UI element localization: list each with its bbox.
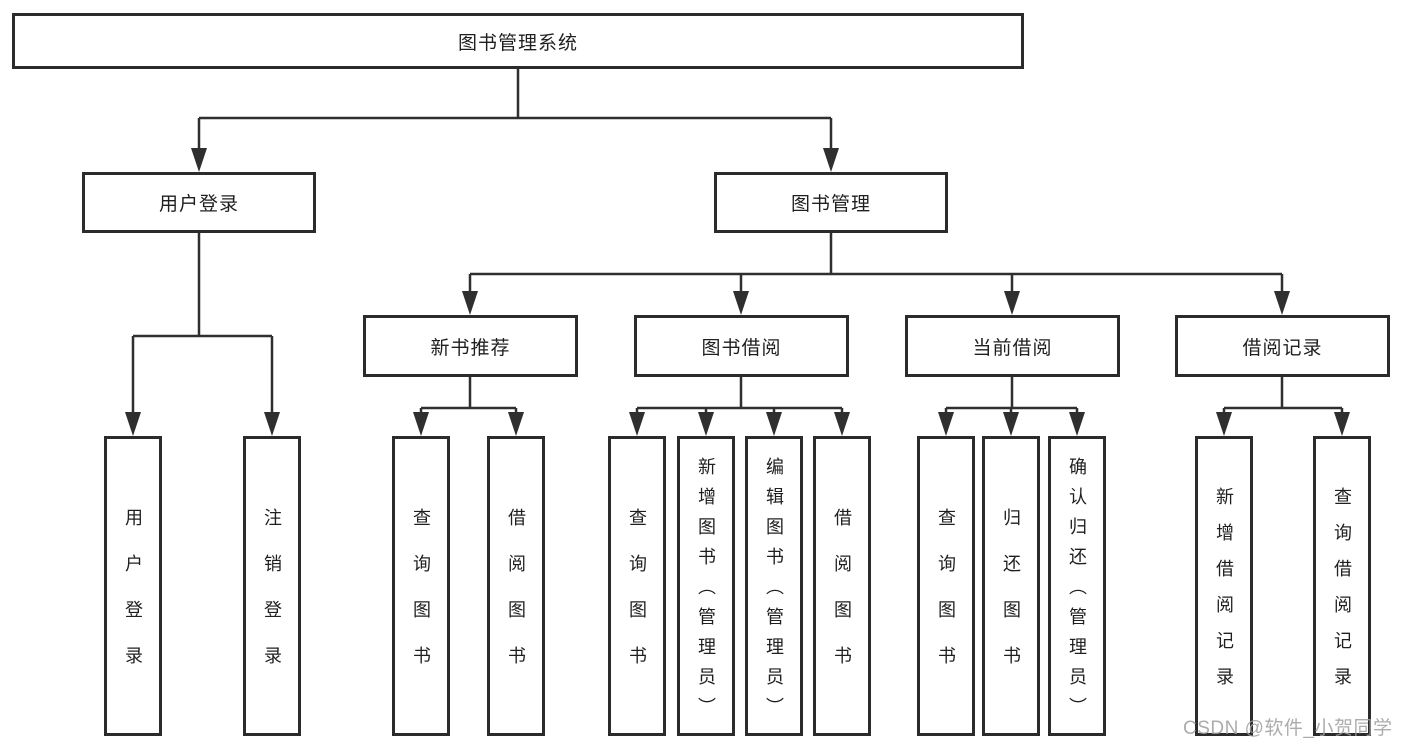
arrow-down-icon: [1004, 291, 1020, 315]
node-current-borrowing: 当前借阅: [905, 315, 1120, 377]
arrow-down-icon: [938, 412, 954, 436]
arrow-down-icon: [823, 148, 839, 172]
arrow-down-icon: [462, 291, 478, 315]
arrow-down-icon: [733, 291, 749, 315]
node-root: 图书管理系统: [12, 13, 1024, 69]
node-book-borrowing-label: 图书借阅: [701, 337, 782, 359]
arrow-down-icon: [413, 412, 429, 436]
arrow-down-icon: [834, 412, 850, 436]
arrow-down-icon: [1216, 412, 1232, 436]
leaf-borrowing-add-books-label: 新增图书（管理员）: [696, 457, 716, 727]
node-current-borrowing-label: 当前借阅: [972, 337, 1053, 359]
leaf-records-query-record: 查询借阅记录: [1313, 436, 1371, 736]
node-borrowing-records: 借阅记录: [1175, 315, 1390, 377]
arrow-down-icon: [191, 148, 207, 172]
leaf-current-confirm-return-label: 确认归还（管理员）: [1067, 457, 1087, 727]
arrow-down-icon: [508, 412, 524, 436]
arrow-down-icon: [1334, 412, 1350, 436]
leaf-borrowing-borrow-books: 借阅图书: [813, 436, 871, 736]
csdn-watermark: CSDN @软件_小贺同学: [1183, 718, 1393, 739]
leaf-current-return-books: 归还图书: [982, 436, 1040, 736]
leaf-records-query-record-label: 查询借阅记录: [1332, 487, 1352, 703]
leaf-records-add-record: 新增借阅记录: [1195, 436, 1253, 736]
leaf-current-query-books-label: 查询图书: [936, 508, 956, 692]
leaf-current-query-books: 查询图书: [917, 436, 975, 736]
arrow-down-icon: [1003, 412, 1019, 436]
node-book-borrowing: 图书借阅: [634, 315, 849, 377]
leaf-borrowing-borrow-books-label: 借阅图书: [832, 508, 852, 692]
leaf-borrowing-query-books: 查询图书: [608, 436, 666, 736]
node-new-book-recommendation: 新书推荐: [363, 315, 578, 377]
leaf-rec-borrow-books: 借阅图书: [487, 436, 545, 736]
arrow-down-icon: [766, 412, 782, 436]
leaf-current-return-books-label: 归还图书: [1001, 508, 1021, 692]
arrow-down-icon: [264, 412, 280, 436]
leaf-rec-query-books: 查询图书: [392, 436, 450, 736]
leaf-current-confirm-return: 确认归还（管理员）: [1048, 436, 1106, 736]
leaf-borrowing-add-books: 新增图书（管理员）: [677, 436, 735, 736]
leaf-records-add-record-label: 新增借阅记录: [1214, 487, 1234, 703]
node-book-management: 图书管理: [714, 172, 948, 233]
leaf-rec-query-books-label: 查询图书: [411, 508, 431, 692]
leaf-logout: 注销登录: [243, 436, 301, 736]
arrow-down-icon: [1069, 412, 1085, 436]
leaf-logout-label: 注销登录: [262, 508, 282, 692]
node-new-book-recommendation-label: 新书推荐: [430, 337, 511, 359]
arrow-down-icon: [629, 412, 645, 436]
leaf-borrowing-edit-books-label: 编辑图书（管理员）: [764, 457, 784, 727]
arrow-down-icon: [1274, 291, 1290, 315]
leaf-user-login-label: 用户登录: [123, 508, 143, 692]
node-user-login: 用户登录: [82, 172, 316, 233]
arrow-down-icon: [125, 412, 141, 436]
node-borrowing-records-label: 借阅记录: [1242, 337, 1323, 359]
arrow-down-icon: [698, 412, 714, 436]
leaf-user-login: 用户登录: [104, 436, 162, 736]
node-book-management-label: 图书管理: [790, 194, 871, 215]
node-user-login-label: 用户登录: [158, 194, 239, 215]
node-root-label: 图书管理系统: [457, 32, 578, 54]
leaf-borrowing-edit-books: 编辑图书（管理员）: [745, 436, 803, 736]
leaf-borrowing-query-books-label: 查询图书: [627, 508, 647, 692]
leaf-rec-borrow-books-label: 借阅图书: [506, 508, 526, 692]
